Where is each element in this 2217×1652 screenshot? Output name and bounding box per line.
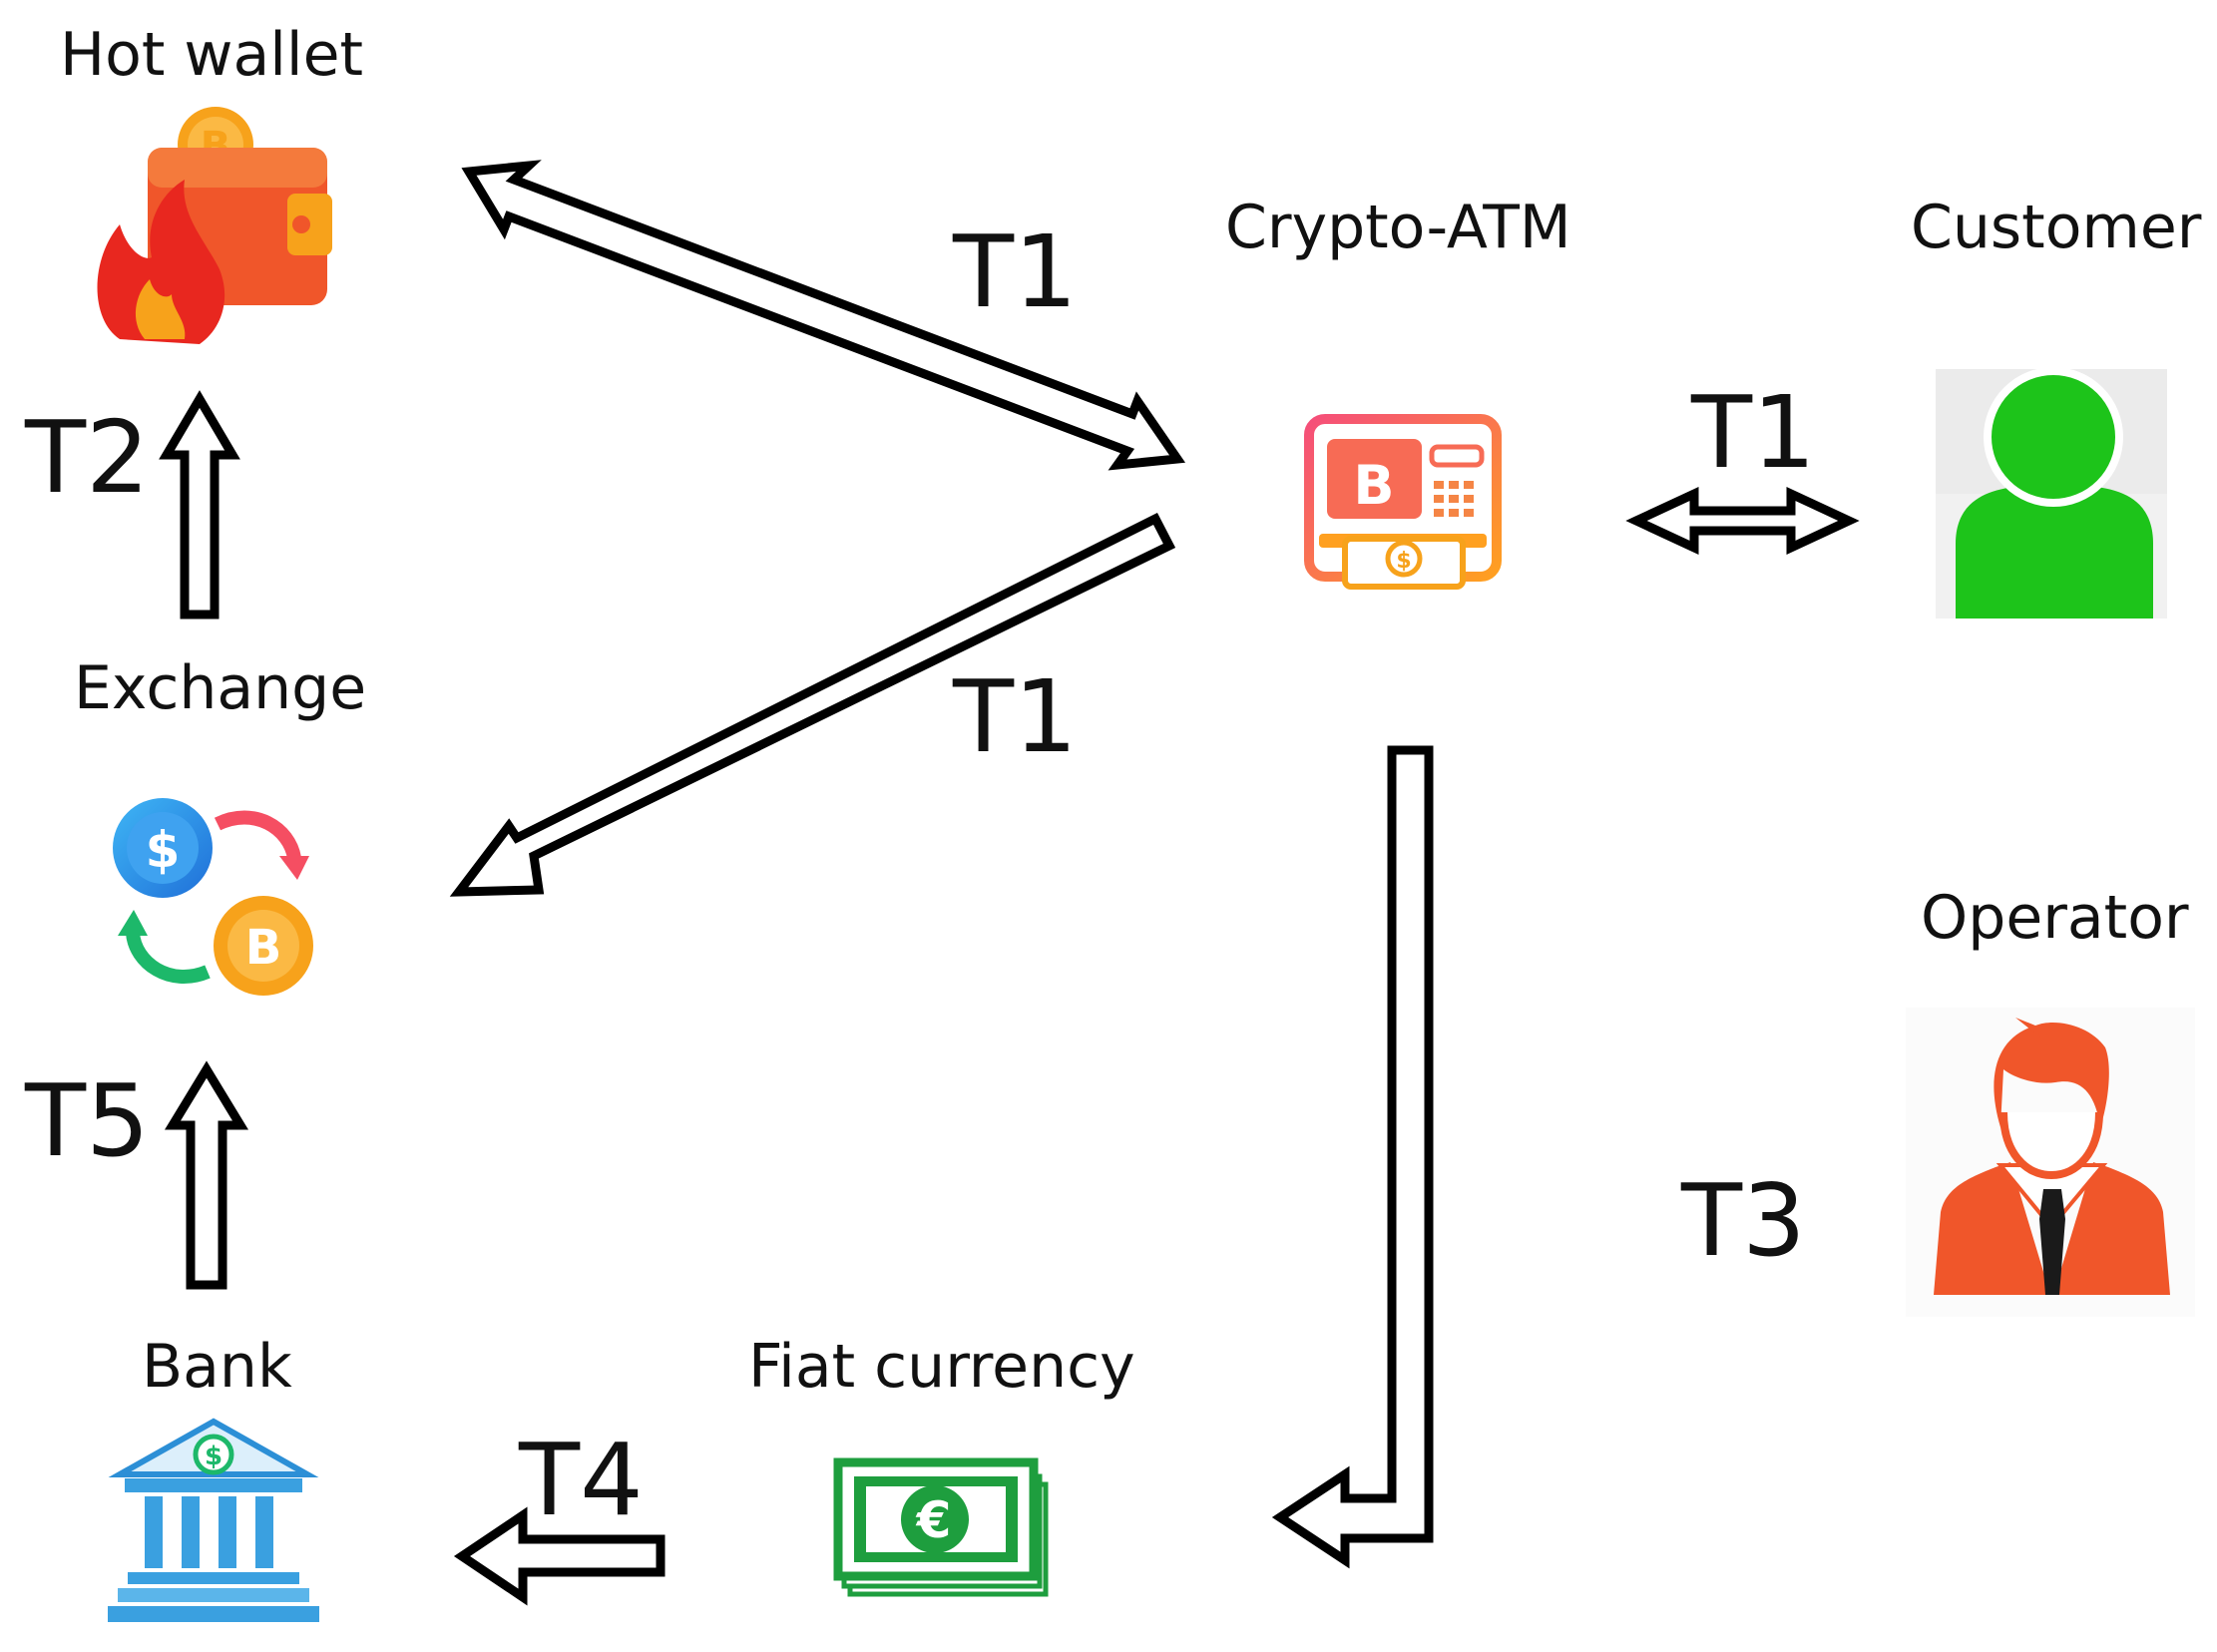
svg-text:B: B — [245, 920, 282, 976]
svg-text:$: $ — [205, 1442, 222, 1471]
operator-icon — [1906, 1008, 2195, 1317]
arrow-atm-exchange — [449, 512, 1176, 897]
flow-label-t3: T3 — [1681, 1162, 1806, 1279]
svg-text:B: B — [1353, 454, 1394, 517]
exchange-icon: $ B — [113, 798, 313, 996]
label-operator: Operator — [1921, 883, 2189, 953]
label-hot-wallet: Hot wallet — [60, 20, 364, 90]
arrow-t4-left — [453, 1506, 665, 1606]
label-bank: Bank — [142, 1332, 292, 1402]
crypto-atm-icon: B $ — [1304, 414, 1502, 590]
hot-wallet-icon: B — [97, 107, 332, 344]
flow-label-t4: T4 — [519, 1422, 644, 1538]
bank-icon: $ — [108, 1418, 319, 1622]
svg-text:$: $ — [1396, 549, 1411, 574]
flow-label-t1-customer: T1 — [1691, 374, 1816, 491]
arrow-t5-up — [165, 1060, 248, 1290]
flow-label-t1-hot-wallet: T1 — [953, 213, 1078, 330]
flow-label-t1-exchange: T1 — [953, 658, 1078, 775]
label-customer: Customer — [1911, 193, 2202, 262]
svg-text:$: $ — [146, 821, 181, 879]
arrow-atm-customer — [1625, 486, 1860, 556]
arrow-t2-up — [159, 390, 240, 620]
label-crypto-atm: Crypto-ATM — [1225, 193, 1571, 262]
fiat-currency-icon: € — [833, 1457, 1049, 1597]
flow-label-t2: T2 — [25, 399, 150, 516]
label-exchange: Exchange — [74, 653, 367, 723]
flow-label-t5: T5 — [25, 1062, 150, 1179]
label-fiat-currency: Fiat currency — [748, 1332, 1135, 1402]
arrow-atm-hot-wallet — [461, 160, 1186, 471]
customer-icon — [1936, 367, 2167, 619]
svg-text:€: € — [916, 1491, 952, 1549]
arrow-atm-fiat — [1271, 745, 1434, 1569]
